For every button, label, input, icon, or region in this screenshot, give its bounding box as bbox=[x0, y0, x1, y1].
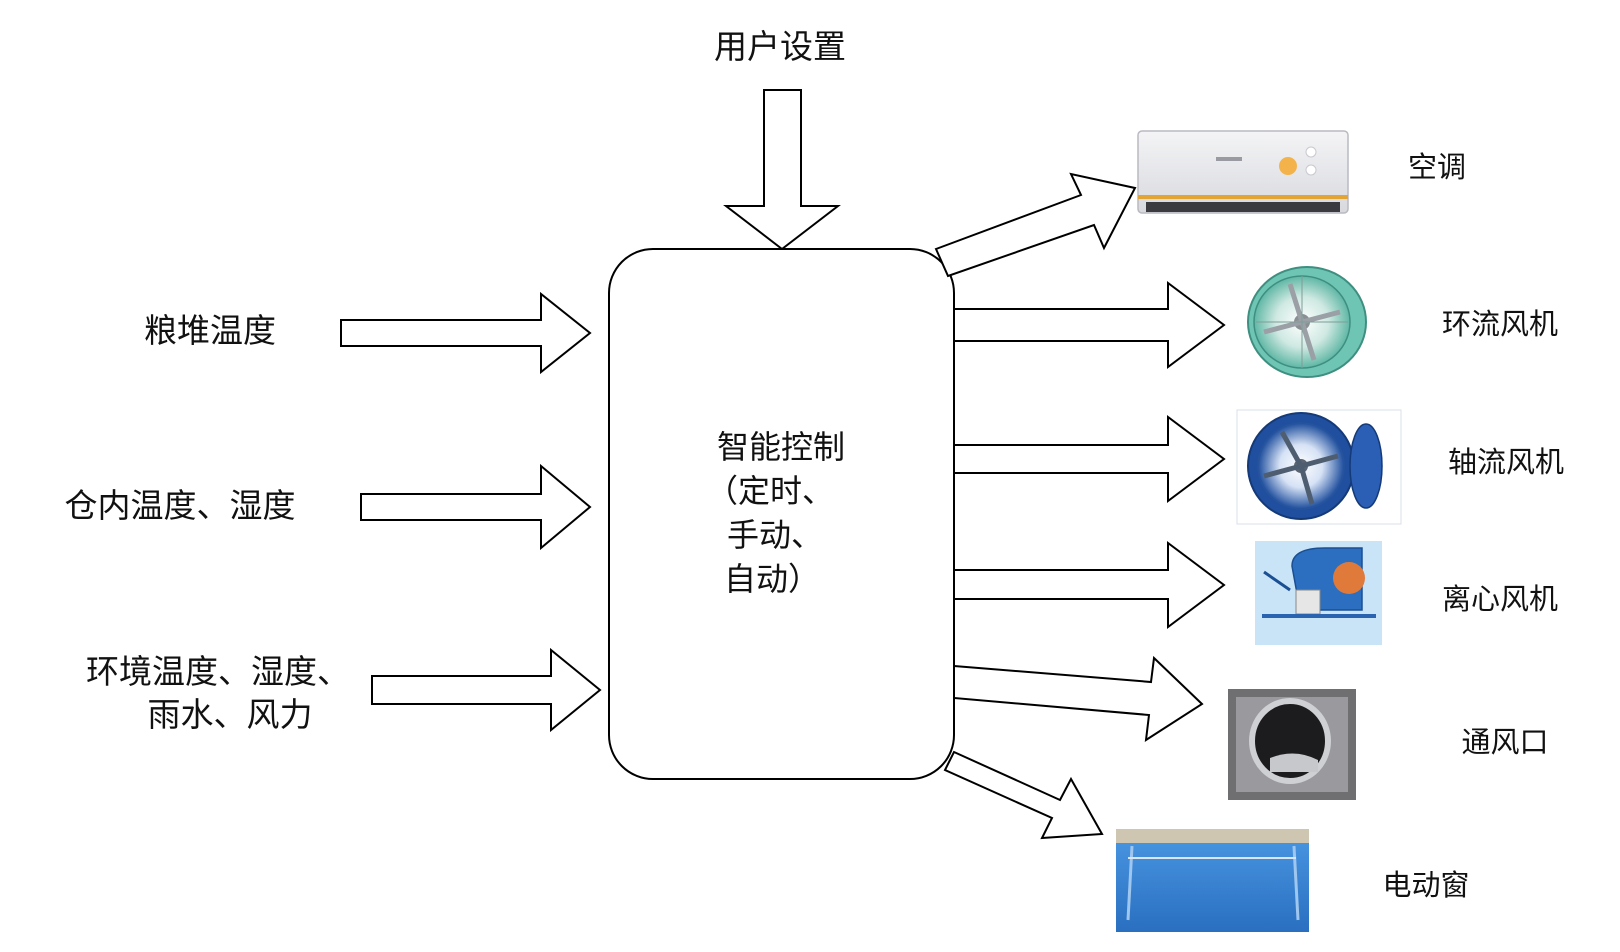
controller-label-line4: 自动） bbox=[724, 560, 820, 598]
circulation-fan-icon bbox=[1247, 266, 1367, 378]
electric-window-icon bbox=[1116, 829, 1309, 932]
arrow-environment bbox=[371, 647, 602, 733]
arrow-grain-temperature bbox=[340, 291, 592, 375]
label-circulation-fan: 环流风机 bbox=[1442, 307, 1558, 341]
air-conditioner-icon bbox=[1137, 130, 1349, 214]
controller-box bbox=[608, 248, 955, 780]
label-centrifugal-fan: 离心风机 bbox=[1442, 582, 1558, 616]
arrow-indoor-temp-humidity bbox=[360, 463, 592, 551]
label-environment-line1: 环境温度、湿度、 bbox=[86, 652, 350, 691]
vent-icon bbox=[1228, 689, 1356, 800]
arrow-to-vent bbox=[953, 655, 1204, 742]
controller-label-line3: 手动、 bbox=[727, 516, 823, 554]
arrow-user-settings bbox=[723, 89, 841, 251]
arrow-to-axial-fan bbox=[953, 415, 1226, 503]
label-electric-window: 电动窗 bbox=[1382, 868, 1469, 902]
arrow-to-air-conditioner bbox=[934, 172, 1137, 278]
label-grain-temperature: 粮堆温度 bbox=[144, 311, 276, 350]
axial-fan-icon bbox=[1236, 409, 1402, 525]
label-vent: 通风口 bbox=[1461, 725, 1548, 759]
label-environment-line2: 雨水、风力 bbox=[148, 695, 313, 734]
controller-label-line1: 智能控制 bbox=[717, 428, 845, 466]
controller-label-line2: （定时、 bbox=[706, 472, 834, 510]
label-indoor-temp-humidity: 仓内温度、湿度 bbox=[65, 486, 296, 525]
arrow-to-centrifugal-fan bbox=[953, 541, 1226, 629]
label-air-conditioner: 空调 bbox=[1408, 150, 1466, 184]
centrifugal-fan-icon bbox=[1255, 541, 1382, 645]
arrow-to-electric-window bbox=[943, 750, 1104, 840]
label-axial-fan: 轴流风机 bbox=[1448, 445, 1564, 479]
arrow-to-circulation-fan bbox=[953, 281, 1226, 369]
label-user-settings: 用户设置 bbox=[714, 27, 846, 66]
